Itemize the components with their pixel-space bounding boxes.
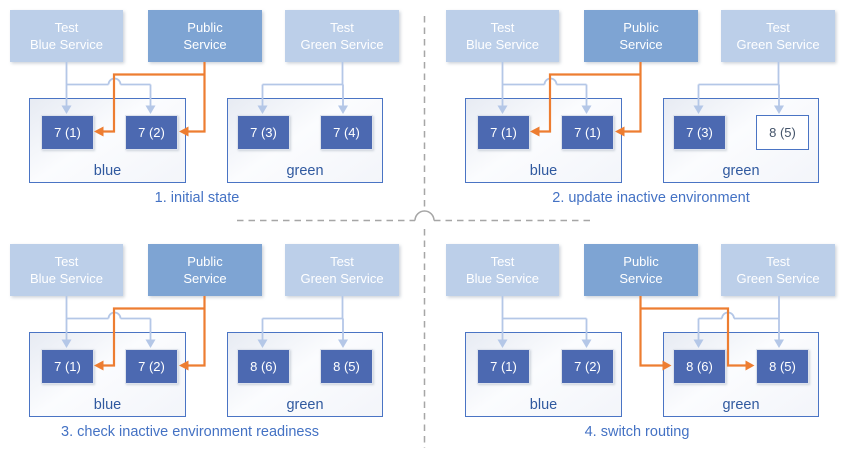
version-node: 7 (1): [561, 115, 614, 150]
version-node: 7 (2): [125, 115, 178, 150]
environment-box-blue: 7 (1) 7 (2) blue: [29, 332, 186, 417]
service-label-line1: Test: [330, 20, 354, 35]
quadrant-3-check-readiness: Test Blue Service Public Service Test Gr…: [0, 228, 424, 456]
service-label-line2: Blue Service: [466, 271, 539, 286]
version-node: 7 (4): [320, 115, 373, 150]
environment-box-blue: 7 (1) 7 (1) blue: [465, 98, 622, 183]
environment-label: green: [722, 163, 760, 179]
service-label-line2: Blue Service: [30, 37, 103, 52]
service-box-public: Public Service: [584, 10, 698, 62]
quadrant-caption: 4. switch routing: [584, 424, 690, 440]
environment-box-blue: 7 (1) 7 (2) blue: [465, 332, 622, 417]
version-node: 7 (1): [41, 115, 94, 150]
version-node: 7 (1): [477, 115, 530, 150]
service-label-line2: Service: [619, 37, 663, 52]
service-box-test-green: Test Green Service: [721, 244, 835, 296]
environment-box-green: 8 (6) 8 (5) green: [663, 332, 819, 417]
version-node: 7 (1): [477, 349, 530, 384]
service-box-public: Public Service: [148, 244, 262, 296]
service-box-test-blue: Test Blue Service: [446, 10, 559, 62]
version-node: 7 (2): [125, 349, 178, 384]
environment-label: blue: [93, 397, 122, 413]
service-label-line2: Blue Service: [30, 271, 103, 286]
line-hop: [543, 77, 558, 85]
service-label-line1: Test: [766, 20, 790, 35]
line-hop: [721, 311, 735, 319]
service-label-line1: Test: [490, 20, 515, 35]
environment-label: blue: [529, 397, 558, 413]
quadrant-caption: 1. initial state: [154, 190, 240, 206]
service-label-line2: Blue Service: [466, 37, 539, 52]
version-node: 8 (6): [237, 349, 290, 384]
version-node: 8 (5): [320, 349, 373, 384]
version-node: 7 (3): [237, 115, 290, 150]
quadrant-4-switch-routing: Test Blue Service Public Service Test Gr…: [424, 228, 848, 456]
environment-box-green: 8 (6) 8 (5) green: [227, 332, 383, 417]
version-node: 7 (3): [673, 115, 726, 150]
service-box-test-green: Test Green Service: [285, 10, 399, 62]
service-label-line2: Green Service: [736, 271, 820, 286]
service-label-line1: Public: [187, 254, 223, 269]
service-label-line1: Public: [623, 254, 659, 269]
environment-label: green: [722, 397, 760, 413]
service-box-test-blue: Test Blue Service: [446, 244, 559, 296]
environment-label: blue: [93, 163, 122, 179]
environment-box-green: 7 (3) 7 (4) green: [227, 98, 383, 183]
service-label-line2: Green Service: [300, 271, 384, 286]
service-label-line2: Service: [619, 271, 663, 286]
environment-label: green: [286, 163, 324, 179]
line-hop: [107, 311, 122, 319]
version-node: 7 (1): [41, 349, 94, 384]
quadrant-2-update-inactive: Test Blue Service Public Service Test Gr…: [424, 0, 848, 228]
service-box-public: Public Service: [148, 10, 262, 62]
line-hop: [107, 77, 122, 85]
quadrant-1-initial-state: Test Blue Service Public Service Test Gr…: [0, 0, 424, 228]
service-label-line1: Test: [766, 254, 790, 269]
version-node: 7 (2): [561, 349, 614, 384]
service-label-line1: Test: [54, 254, 79, 269]
environment-box-blue: 7 (1) 7 (2) blue: [29, 98, 186, 183]
service-box-test-blue: Test Blue Service: [10, 244, 123, 296]
service-label-line1: Test: [490, 254, 515, 269]
service-label-line1: Test: [330, 254, 354, 269]
service-box-test-green: Test Green Service: [721, 10, 835, 62]
service-box-test-green: Test Green Service: [285, 244, 399, 296]
version-node-new-outline: 8 (5): [756, 115, 809, 150]
version-node: 8 (5): [756, 349, 809, 384]
environment-box-green: 7 (3) 8 (5) green: [663, 98, 819, 183]
environment-label: blue: [529, 163, 558, 179]
service-box-test-blue: Test Blue Service: [10, 10, 123, 62]
service-box-public: Public Service: [584, 244, 698, 296]
version-node: 8 (6): [673, 349, 726, 384]
service-label-line2: Service: [183, 271, 227, 286]
service-label-line1: Test: [54, 20, 79, 35]
service-label-line2: Service: [183, 37, 227, 52]
service-label-line2: Green Service: [300, 37, 384, 52]
quadrant-caption: 3. check inactive environment readiness: [61, 424, 319, 440]
service-label-line2: Green Service: [736, 37, 820, 52]
service-label-line1: Public: [187, 20, 223, 35]
environment-label: green: [286, 397, 324, 413]
service-label-line1: Public: [623, 20, 659, 35]
quadrant-caption: 2. update inactive environment: [552, 190, 750, 206]
